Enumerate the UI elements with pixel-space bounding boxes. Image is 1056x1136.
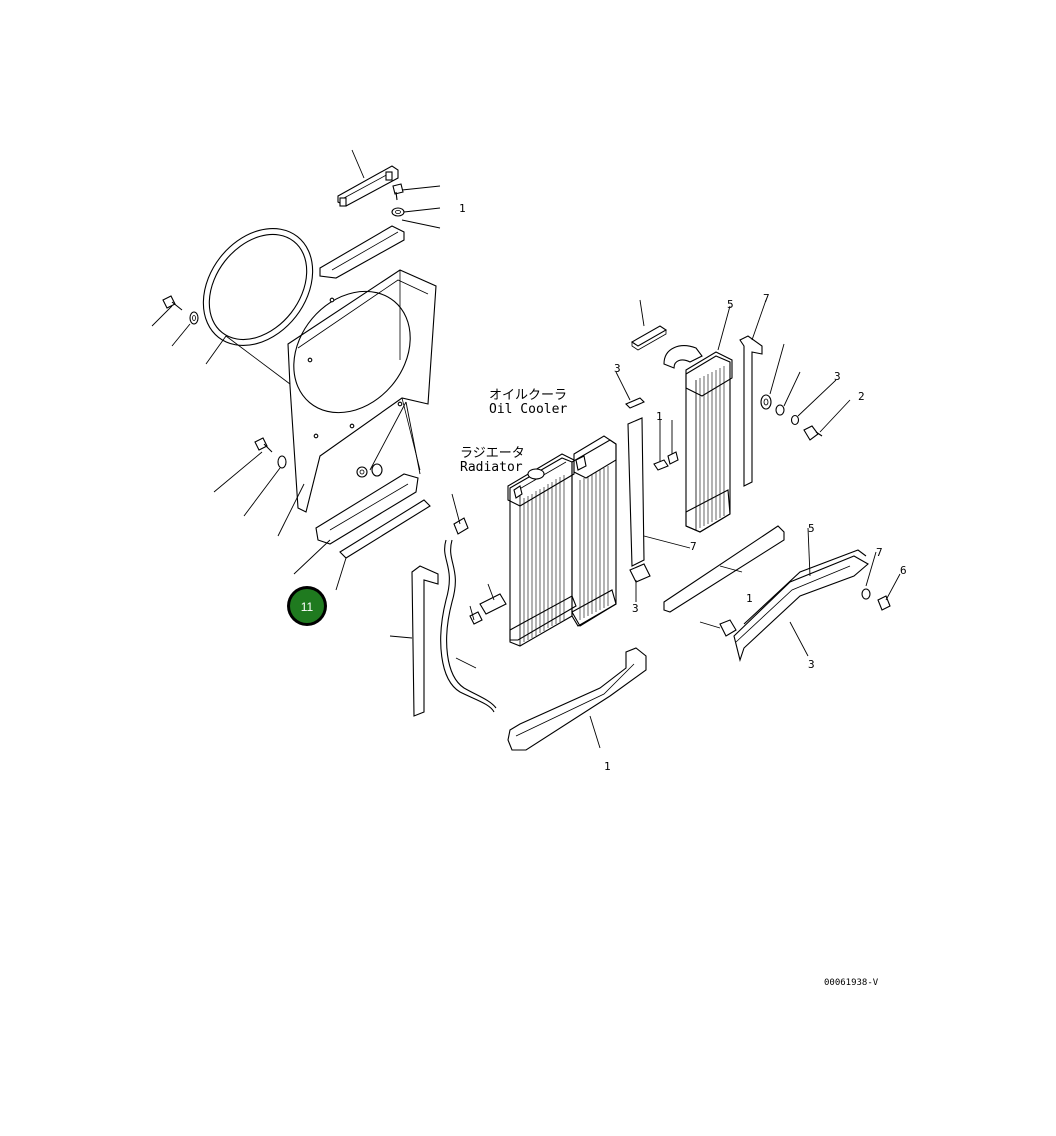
part-label: 6 [900,564,907,577]
washer-oc-2 [775,404,785,416]
seal-strip-lower [339,499,431,559]
oil-cooler [663,345,733,533]
caption-radiator-jp: ラジエータ [460,446,525,461]
part-label: 7 [690,540,697,553]
part-label: 7 [876,546,883,559]
part-label: 3 [834,370,841,383]
block-seal-small-d [469,593,507,625]
nut-washer-center [356,463,383,478]
bolt-oc [803,425,823,441]
part-label: 5 [727,298,734,311]
cover-plate-right [733,549,869,662]
part-label: 1 [604,760,611,773]
shroud-top-stay [319,225,405,279]
block-seal-small-b [653,451,679,471]
seal-bottom-u [507,647,647,751]
hose-drain [440,517,497,713]
radiator-side-core [571,435,617,627]
shroud-lower-plate [315,473,419,545]
caption-radiator: ラジエータ Radiator [460,446,525,475]
part-label: 1 [656,410,663,423]
caption-oil-cooler-jp: オイルクーラ [489,388,567,403]
seal-horizontal-long [663,525,785,613]
washer-left-upper [189,311,199,325]
callout-11[interactable]: 11 [287,586,327,626]
leader-lines [151,149,901,749]
part-label: 3 [808,658,815,671]
drawing-code: 00061938-V [824,978,879,988]
caption-oil-cooler: オイルクーラ Oil Cooler [489,388,567,417]
part-label: 3 [614,362,621,375]
washer-oc-3 [790,414,800,426]
bolt-lower-right [719,588,891,637]
caption-oil-cooler-en: Oil Cooler [489,402,567,417]
part-label: 2 [858,390,865,403]
callout-fill [290,589,324,623]
seal-center-oil [625,397,645,567]
part-labels: 1 5 7 3 2 3 1 7 3 1 5 7 6 3 1 [459,202,907,773]
seal-vertical-left [411,565,439,717]
block-seal-small-a [630,325,668,351]
callout-label: 11 [301,600,314,614]
part-label: 5 [808,522,815,535]
washer-oc-1 [760,394,772,410]
washer-left-lower [277,455,287,469]
bolt-top [391,183,405,217]
radiator [507,453,577,647]
part-label: 1 [459,202,466,215]
caption-radiator-en: Radiator [460,460,523,475]
part-label: 3 [632,602,639,615]
part-label: 7 [763,292,770,305]
block-seal-small-c [629,563,651,583]
fan-ring-gasket [202,227,314,347]
seal-vertical-right [739,335,763,487]
part-label: 1 [746,592,753,605]
top-bracket [337,165,399,207]
bolt-left-lower [254,437,273,453]
fan-shroud [287,269,437,513]
bolt-left-upper [162,295,183,311]
